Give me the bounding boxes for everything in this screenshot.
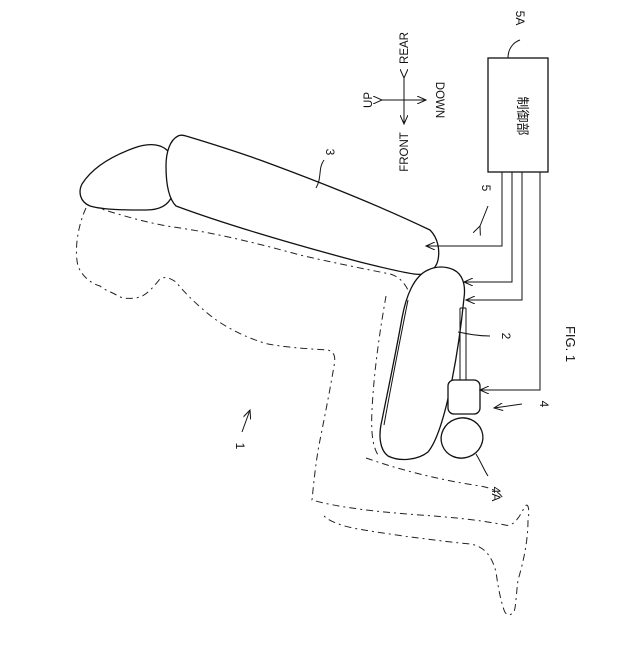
actuator-part-shape — [435, 412, 488, 464]
direction-indicator: UP DOWN REAR FRONT — [363, 32, 445, 172]
ref-seat-back-label: 3 — [323, 149, 337, 156]
ref-seat-cushion-leader — [458, 332, 490, 336]
ref-system-label: 1 — [233, 443, 247, 450]
occupant-thigh-line — [366, 458, 504, 500]
ref-seat-cushion-label: 2 — [499, 333, 513, 340]
direction-up: UP — [363, 92, 375, 108]
ref-actuator-leader — [494, 404, 522, 408]
controller-ref: 5A — [513, 11, 527, 26]
actuator-body — [448, 380, 480, 414]
headrest-shape — [80, 145, 175, 210]
wire-to-cushion-lower — [466, 172, 522, 300]
direction-front: FRONT — [399, 132, 411, 172]
ref-actuator-part: 4A — [476, 454, 503, 501]
ref-actuator-part-label: 4A — [489, 487, 503, 502]
ref-wiring-leader — [480, 206, 488, 226]
wire-to-seat-back — [426, 172, 502, 246]
ref-wiring-label: 5 — [479, 185, 493, 192]
ref-actuator-part-leader — [476, 454, 488, 476]
actuator-part-4a — [435, 412, 488, 464]
wire-to-actuator — [480, 172, 540, 390]
ref-actuator-label: 4 — [537, 401, 551, 408]
ref-actuator: 4 — [494, 401, 551, 408]
direction-rear: REAR — [399, 32, 411, 64]
figure-caption: FIG. 1 — [563, 326, 578, 362]
seat-back — [166, 135, 439, 274]
direction-down: DOWN — [433, 82, 445, 118]
controller-ref-leader — [508, 40, 520, 58]
controller-text: 制御部 — [515, 96, 530, 135]
ref-system-leader — [242, 410, 250, 432]
ref-system: 1 — [233, 410, 250, 450]
seat-back-shape — [166, 135, 439, 274]
headrest — [80, 145, 175, 210]
ref-wiring: 5 — [479, 185, 493, 226]
controller: 制御部 5A — [488, 11, 548, 172]
